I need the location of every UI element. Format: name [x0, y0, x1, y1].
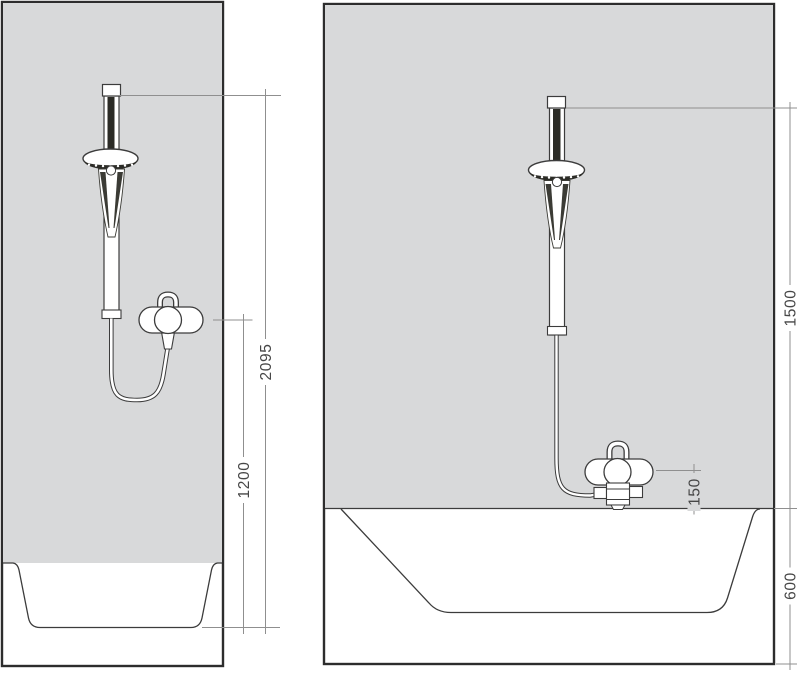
dim-label-2095: 2095	[258, 344, 275, 381]
handshower-pivot	[551, 176, 563, 188]
shower-hose-left	[109, 318, 170, 403]
dim-label-150: 150	[687, 478, 704, 506]
bar-rail-stripe	[107, 97, 115, 150]
panel-shower-tray: 2095 1200	[0, 0, 281, 668]
mixer-right	[584, 440, 654, 510]
mixer-loop-handle	[607, 441, 629, 462]
bar-rail-stripe	[553, 109, 561, 161]
mixer-cartridge	[153, 305, 183, 335]
handshower-pivot	[105, 165, 117, 176]
handshower-spray-face	[84, 160, 137, 170]
bar-top-cap	[101, 83, 122, 97]
dim-label-600: 600	[783, 572, 797, 600]
panel-bathtub: 1500 150 600	[322, 2, 797, 670]
bar-bottom-bracket	[101, 309, 122, 320]
handshower-spray-face	[529, 172, 584, 181]
mixer-left	[138, 291, 204, 350]
bar-top-cap	[546, 95, 567, 109]
label-mask	[237, 457, 250, 503]
dim-label-1200: 1200	[236, 462, 253, 499]
bar-bottom-bracket	[546, 325, 568, 336]
bathtub-inner-profile	[340, 508, 761, 614]
handshower-left	[82, 148, 139, 238]
shower-tray-profile	[3, 562, 222, 629]
mixer-side-knob	[628, 485, 644, 499]
mixer-spout-foot	[610, 504, 626, 510]
handshower-right	[527, 159, 586, 249]
label-mask	[783, 285, 797, 331]
label-mask	[259, 339, 272, 385]
label-mask	[783, 567, 797, 605]
mixer-cartridge	[603, 457, 632, 487]
mixer-loop-handle	[158, 292, 178, 312]
mixer-spout-block	[605, 482, 631, 506]
label-mask	[687, 473, 701, 511]
shower-hose-right	[554, 335, 600, 498]
dim-label-1500: 1500	[783, 290, 797, 327]
mixer-hose-port	[593, 486, 608, 500]
